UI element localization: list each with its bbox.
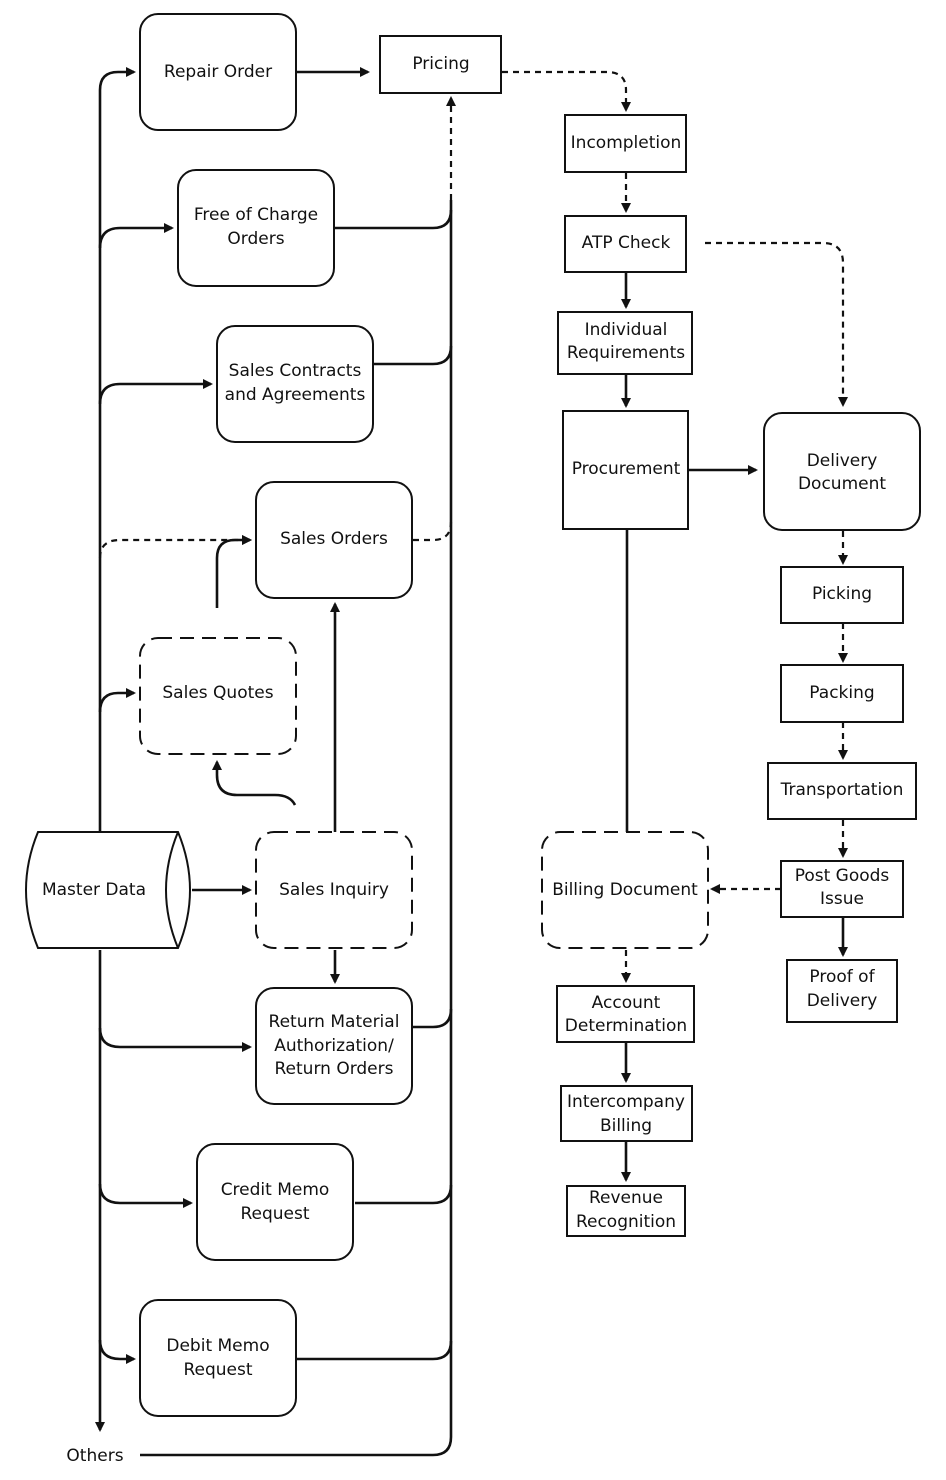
connector-pricing-to-incompletion	[502, 70, 631, 112]
sales-contracts-label-line-2: and Agreements	[225, 385, 366, 405]
incompletion-label: Incompletion	[571, 133, 682, 153]
connector-from-sales-orders	[413, 521, 453, 542]
master-data-label: Master Data	[42, 880, 146, 900]
connector-to-sales-orders-dashed	[98, 535, 252, 559]
credit-memo-request-node: Credit Memo Request	[196, 1143, 354, 1261]
delivery-document-node: Delivery Document	[763, 412, 921, 531]
account-determination-node: Account Determination	[556, 985, 695, 1043]
connector-to-sales-contracts	[98, 379, 213, 405]
incompletion-node: Incompletion	[564, 114, 687, 173]
connector-atp-to-delivery	[705, 241, 848, 407]
connector-collector	[140, 200, 453, 1457]
revenue-recognition-label-line-2: Recognition	[576, 1212, 676, 1232]
post-goods-issue-label-line-2: Issue	[820, 889, 864, 909]
proof-of-delivery-label-line-2: Delivery	[807, 991, 878, 1011]
connector-from-sales-contracts	[374, 345, 453, 366]
credit-memo-request-label-line-2: Request	[240, 1204, 309, 1224]
revenue-recognition-node: Revenue Recognition	[566, 1185, 686, 1237]
revenue-recognition-label-line-1: Revenue	[589, 1188, 663, 1208]
others-label: Others	[66, 1446, 123, 1466]
sales-inquiry-node: Sales Inquiry	[255, 831, 413, 949]
free-of-charge-orders-label-line-2: Orders	[227, 229, 284, 249]
connector-to-sales-quotes	[98, 688, 136, 713]
connector-from-free-of-charge	[335, 209, 453, 230]
delivery-document-label-line-1: Delivery	[807, 451, 878, 471]
debit-memo-request-label-line-1: Debit Memo	[166, 1336, 269, 1356]
sales-quotes-label: Sales Quotes	[162, 683, 273, 703]
individual-requirements-label-line-1: Individual	[585, 320, 668, 340]
free-of-charge-orders-node: Free of Charge Orders	[177, 169, 335, 287]
connector-to-debit-memo	[98, 1339, 136, 1364]
return-material-label-line-2: Authorization/	[274, 1036, 394, 1056]
account-determination-label-line-2: Determination	[565, 1016, 687, 1036]
transportation-label: Transportation	[780, 780, 904, 800]
return-material-label-line-3: Return Orders	[275, 1059, 394, 1079]
credit-memo-request-label-line-1: Credit Memo	[221, 1180, 330, 1200]
debit-memo-request-label-line-2: Request	[183, 1360, 252, 1380]
delivery-document-label-line-2: Document	[798, 474, 886, 494]
connector-to-free-of-charge	[98, 223, 174, 249]
connector-from-credit-memo	[355, 1184, 453, 1205]
free-of-charge-orders-label-line-1: Free of Charge	[194, 205, 318, 225]
master-data-node: Master Data	[25, 831, 191, 949]
post-goods-issue-node: Post Goods Issue	[780, 860, 904, 918]
individual-requirements-label-line-2: Requirements	[567, 343, 685, 363]
intercompany-billing-label-line-2: Billing	[600, 1116, 652, 1136]
debit-memo-request-node: Debit Memo Request	[139, 1299, 297, 1417]
intercompany-billing-node: Intercompany Billing	[560, 1085, 693, 1142]
procurement-label: Procurement	[572, 459, 681, 479]
sales-orders-label: Sales Orders	[280, 529, 388, 549]
proof-of-delivery-label-line-1: Proof of	[809, 967, 875, 987]
repair-order-label: Repair Order	[164, 62, 272, 82]
connectors	[95, 67, 848, 1457]
sales-orders-node: Sales Orders	[255, 481, 413, 599]
transportation-node: Transportation	[767, 762, 917, 820]
connector-trunk-up	[98, 67, 136, 832]
atp-check-label: ATP Check	[582, 233, 671, 253]
sales-inquiry-label: Sales Inquiry	[279, 880, 389, 900]
sales-quotes-node: Sales Quotes	[139, 637, 297, 755]
pricing-label: Pricing	[412, 54, 469, 74]
billing-document-node: Billing Document	[541, 831, 709, 949]
connector-to-credit-memo	[98, 1183, 193, 1208]
sales-contracts-label-line-1: Sales Contracts	[229, 361, 362, 381]
connector-quotes-to-orders	[215, 535, 252, 608]
packing-node: Packing	[780, 664, 904, 723]
connector-inquiry-to-quotes	[212, 760, 297, 806]
connector-from-debit-memo	[297, 1340, 453, 1361]
pricing-node: Pricing	[379, 35, 502, 94]
repair-order-node: Repair Order	[139, 13, 297, 131]
packing-label: Packing	[809, 683, 874, 703]
atp-check-node: ATP Check	[564, 215, 687, 273]
proof-of-delivery-node: Proof of Delivery	[786, 959, 898, 1023]
procurement-node: Procurement	[562, 410, 689, 530]
return-material-label-line-1: Return Material	[269, 1012, 400, 1032]
individual-requirements-node: Individual Requirements	[557, 311, 693, 375]
billing-document-label: Billing Document	[552, 880, 698, 900]
intercompany-billing-label-line-1: Intercompany	[567, 1092, 685, 1112]
post-goods-issue-label-line-1: Post Goods	[795, 866, 890, 886]
picking-label: Picking	[812, 584, 872, 604]
account-determination-label-line-1: Account	[592, 993, 661, 1013]
connector-from-return-orders	[413, 1008, 453, 1029]
sales-contracts-node: Sales Contracts and Agreements	[216, 325, 374, 443]
connector-to-return-orders	[98, 1027, 252, 1052]
return-material-node: Return Material Authorization/ Return Or…	[255, 987, 413, 1105]
picking-node: Picking	[780, 566, 904, 624]
